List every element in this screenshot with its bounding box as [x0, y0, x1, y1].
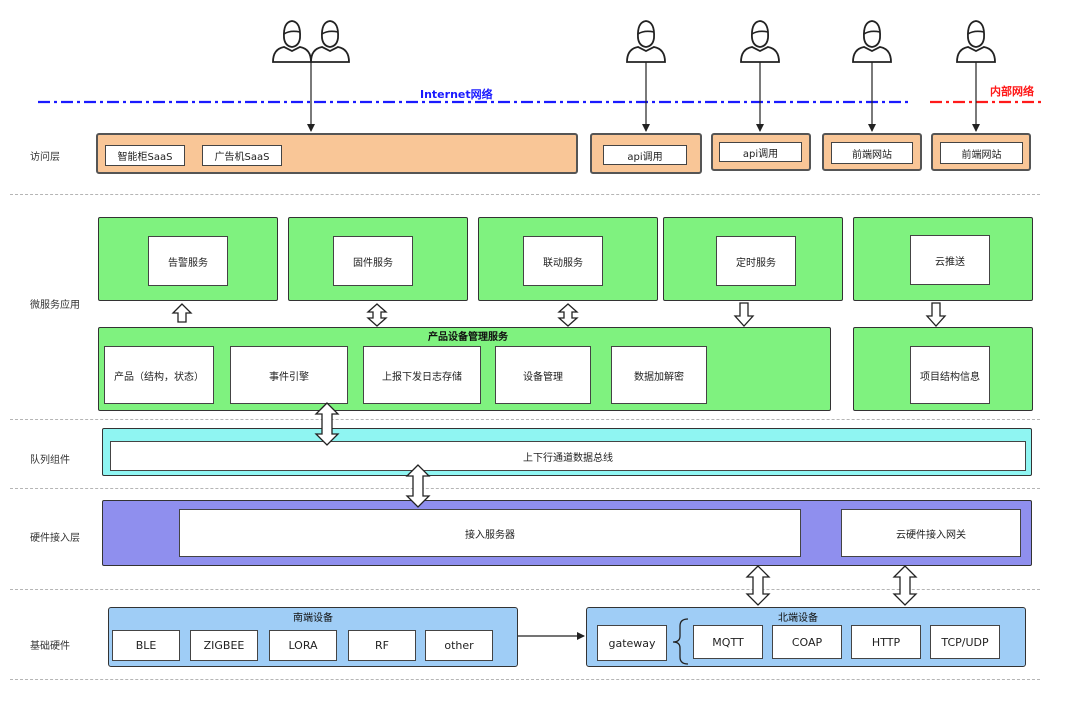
separator-2: [10, 419, 1040, 420]
access-server[interactable]: 接入服务器: [179, 509, 801, 557]
data-bus[interactable]: 上下行通道数据总线: [110, 441, 1026, 471]
hollow-double-arrow: [405, 464, 431, 508]
service-firmware[interactable]: 固件服务: [333, 236, 413, 286]
north-protocol[interactable]: MQTT: [693, 625, 763, 659]
hollow-double-arrow: [314, 402, 340, 446]
product-mgmt-item[interactable]: 产品（结构，状态）: [104, 346, 214, 404]
internet-network-label: Internet网络: [420, 88, 493, 101]
separator-1: [10, 194, 1040, 195]
south-device[interactable]: LORA: [269, 630, 337, 661]
frontend-site-2[interactable]: 前端网站: [940, 142, 1023, 164]
service-linkage[interactable]: 联动服务: [523, 236, 603, 286]
south-device[interactable]: ZIGBEE: [190, 630, 258, 661]
hollow-down-arrow: [733, 302, 755, 327]
product-mgmt-item[interactable]: 上报下发日志存储: [363, 346, 481, 404]
layer-label-microservice: 微服务应用: [30, 300, 80, 311]
separator-5: [10, 679, 1040, 680]
curly-brace: [672, 618, 689, 665]
hollow-up-arrow: [171, 303, 193, 323]
layer-label-base-hardware: 基础硬件: [30, 641, 70, 652]
hollow-double-arrow: [745, 565, 771, 606]
saas-ad-machine[interactable]: 广告机SaaS: [202, 145, 282, 166]
south-device[interactable]: BLE: [112, 630, 180, 661]
north-protocol[interactable]: HTTP: [851, 625, 921, 659]
frontend-site-1[interactable]: 前端网站: [831, 142, 913, 164]
hollow-double-arrow: [366, 303, 388, 327]
internal-network-label: 内部网络: [990, 85, 1034, 98]
product-mgmt-item[interactable]: 事件引擎: [230, 346, 348, 404]
south-devices-title: 南端设备: [293, 613, 333, 624]
product-mgmt-item[interactable]: 数据加解密: [611, 346, 707, 404]
product-mgmt-title: 产品设备管理服务: [428, 332, 508, 343]
api-call-1[interactable]: api调用: [603, 145, 687, 165]
north-devices-title: 北端设备: [778, 613, 818, 624]
product-mgmt-item[interactable]: 设备管理: [495, 346, 591, 404]
hollow-down-arrow: [925, 302, 947, 327]
separator-4: [10, 589, 1040, 590]
layer-label-queue: 队列组件: [30, 455, 70, 466]
cloud-hardware-gateway[interactable]: 云硬件接入网关: [841, 509, 1021, 557]
south-device[interactable]: other: [425, 630, 493, 661]
hollow-double-arrow: [892, 565, 918, 606]
layer-label-access: 访问层: [30, 152, 60, 163]
service-alarm[interactable]: 告警服务: [148, 236, 228, 286]
north-protocol[interactable]: TCP/UDP: [930, 625, 1000, 659]
project-structure-info[interactable]: 项目结构信息: [910, 346, 990, 404]
service-timer[interactable]: 定时服务: [716, 236, 796, 286]
south-device[interactable]: RF: [348, 630, 416, 661]
api-call-2[interactable]: api调用: [719, 142, 802, 162]
saas-smart-cabinet[interactable]: 智能柜SaaS: [105, 145, 185, 166]
layer-label-hardware-access: 硬件接入层: [30, 533, 80, 544]
service-cloud-push[interactable]: 云推送: [910, 235, 990, 285]
north-protocol[interactable]: COAP: [772, 625, 842, 659]
gateway[interactable]: gateway: [597, 625, 667, 661]
hollow-double-arrow: [557, 303, 579, 327]
separator-3: [10, 488, 1040, 489]
